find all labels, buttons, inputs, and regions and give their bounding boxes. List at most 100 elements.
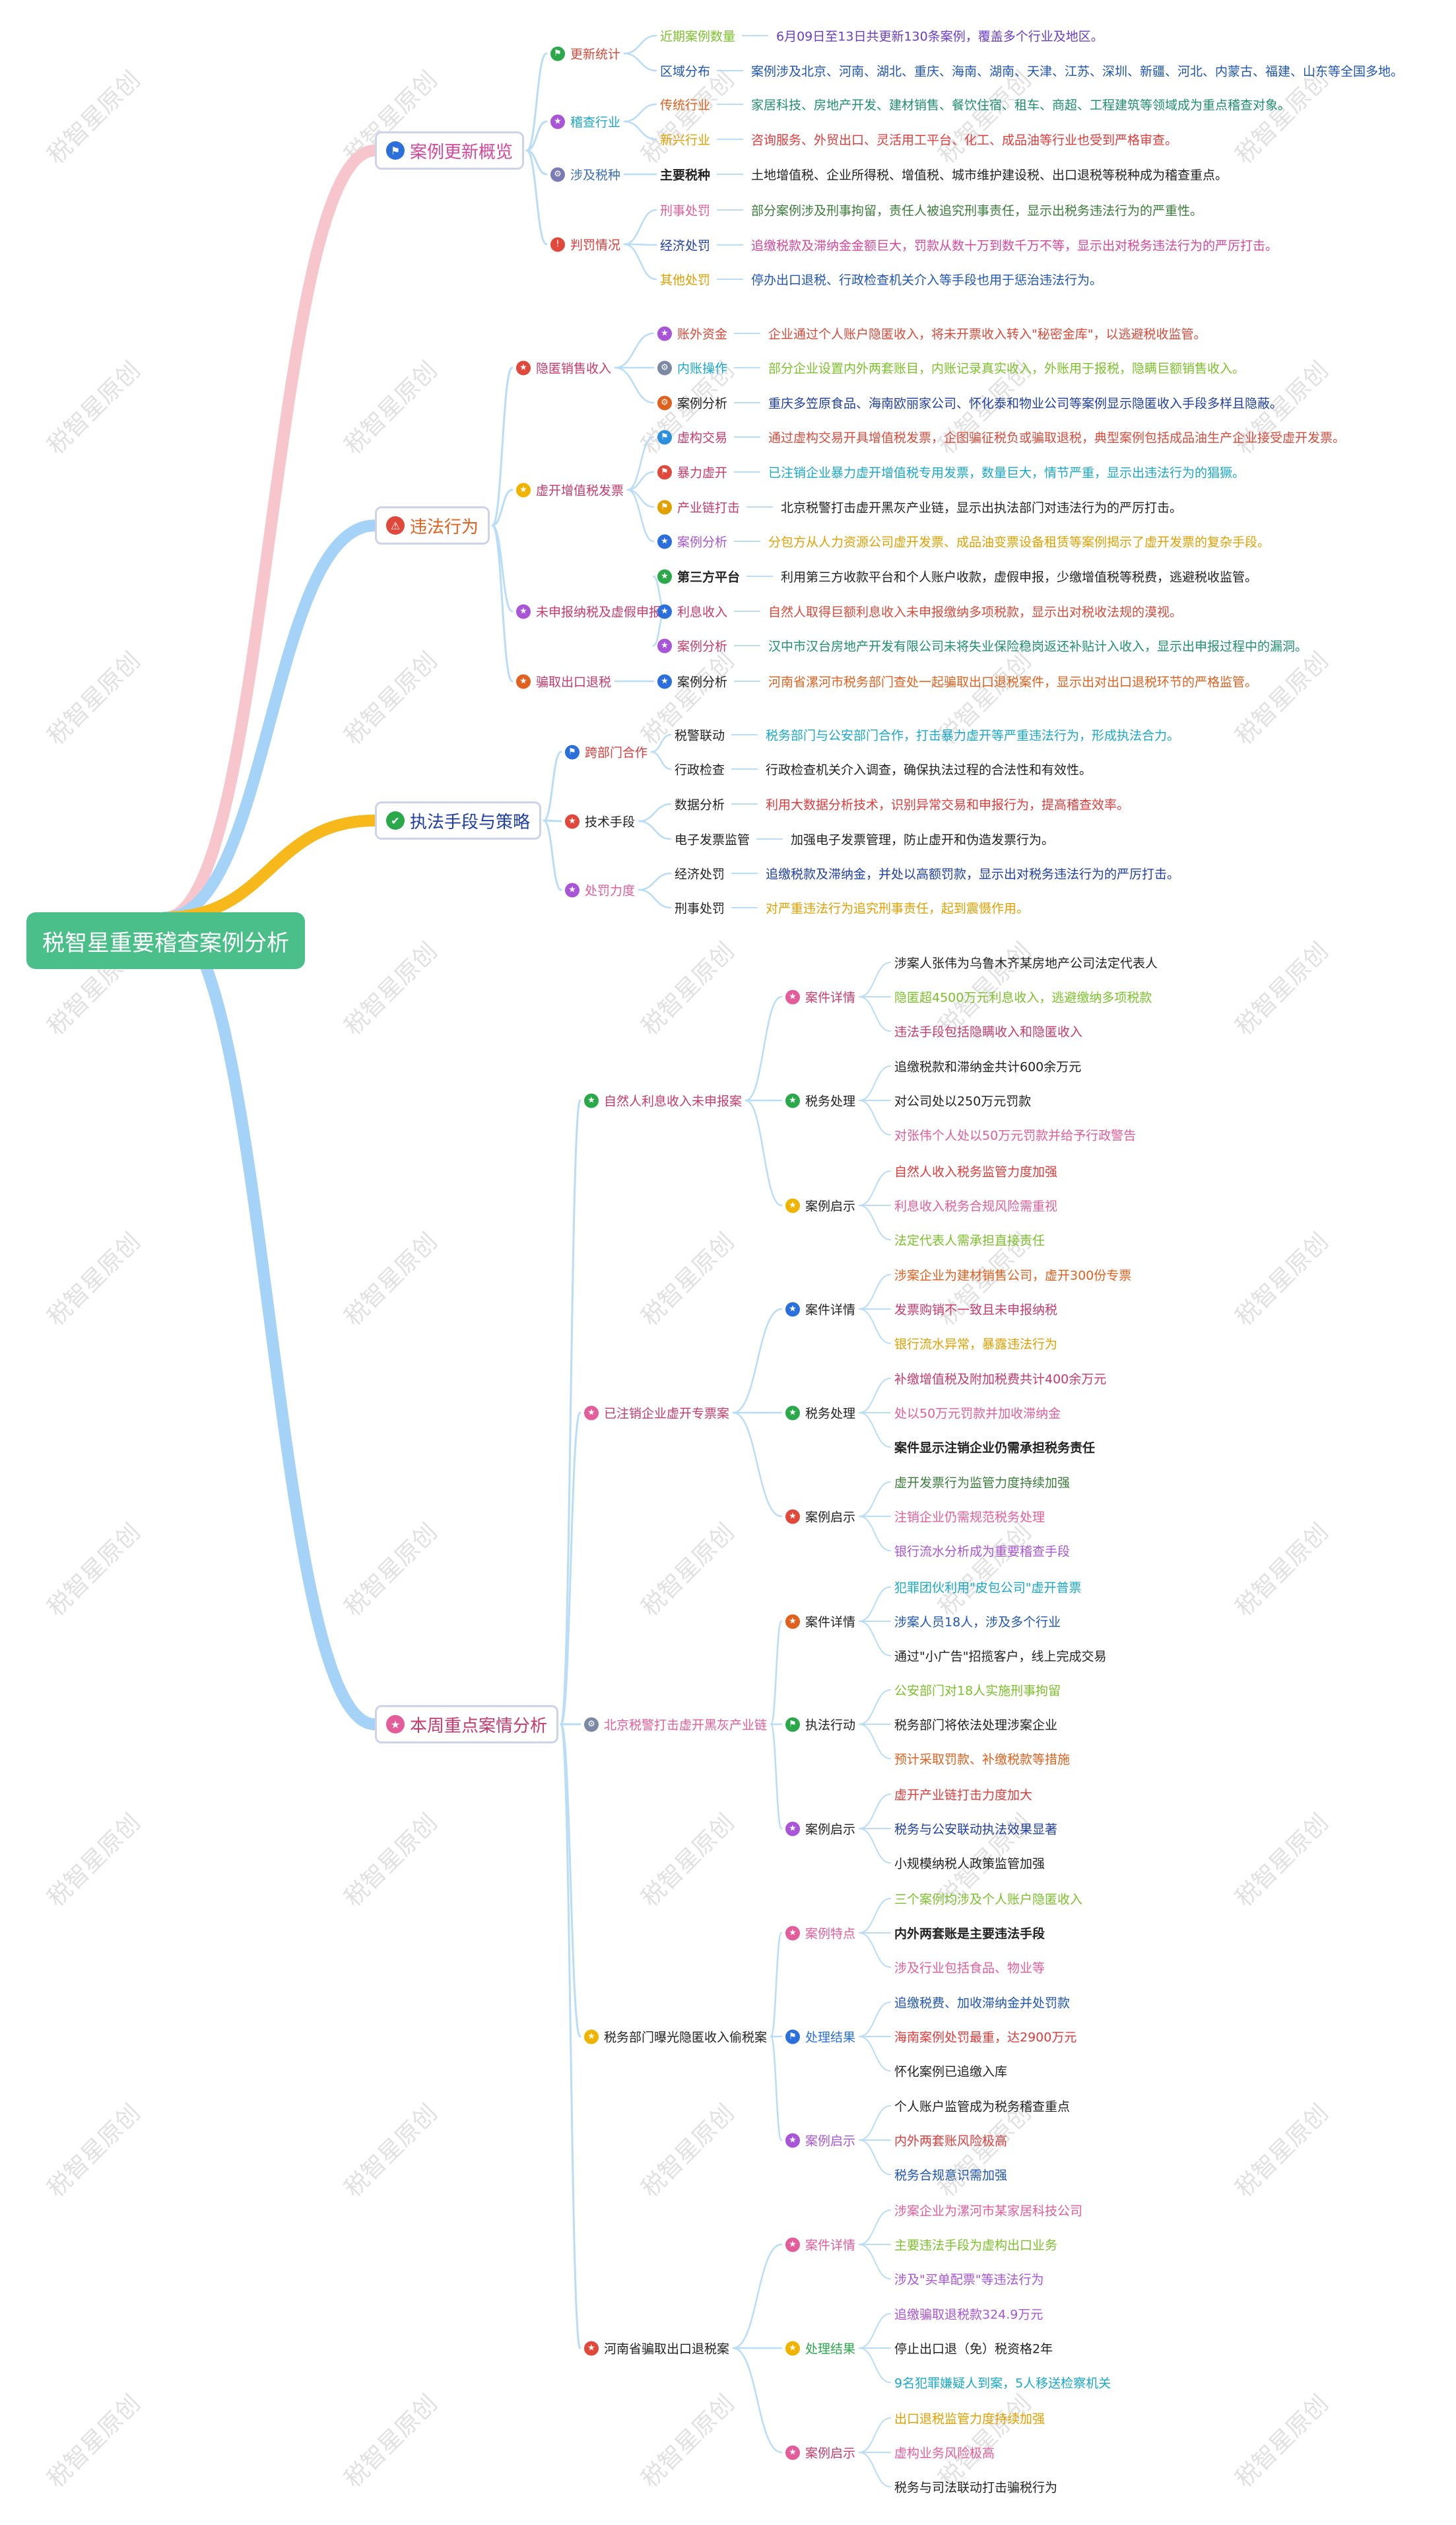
subtopic-node[interactable]: ★案例启示	[785, 2444, 855, 2462]
topic-node[interactable]: ⚑跨部门合作	[565, 743, 647, 761]
topic-node[interactable]: ★稽查行业	[550, 113, 620, 131]
subtopic-node[interactable]: 主要税种	[660, 166, 710, 184]
topic-node[interactable]: ★自然人利息收入未申报案	[584, 1092, 742, 1110]
detail-node[interactable]: 违法手段包括隐瞒收入和隐匿收入	[894, 1023, 1082, 1040]
detail-node[interactable]: 重庆多笠原食品、海南欧丽家公司、怀化泰和物业公司等案例显示隐匿收入手段多样且隐蔽…	[768, 394, 1282, 412]
detail-node[interactable]: 处以50万元罚款并加收滞纳金	[894, 1404, 1061, 1422]
detail-node[interactable]: 追缴税费、加收滞纳金并处罚款	[894, 1994, 1070, 2011]
detail-node[interactable]: 税务部门将依法处理涉案企业	[894, 1716, 1057, 1734]
detail-node[interactable]: 利用大数据分析技术，识别异常交易和申报行为，提高稽查效率。	[766, 795, 1129, 813]
subtopic-node[interactable]: ★税务处理	[785, 1092, 855, 1110]
detail-node[interactable]: 内外两套账风险极高	[894, 2132, 1007, 2149]
detail-node[interactable]: 企业通过个人账户隐匿收入，将未开票收入转入"秘密金库"，以逃避税收监管。	[768, 325, 1206, 343]
subtopic-node[interactable]: ⚙内账操作	[657, 359, 727, 377]
topic-node[interactable]: ★未申报纳税及虚假申报	[516, 603, 661, 621]
detail-node[interactable]: 补缴增值税及附加税费共计400余万元	[894, 1370, 1106, 1388]
subtopic-node[interactable]: ★案例特点	[785, 1924, 855, 1942]
detail-node[interactable]: 三个案例均涉及个人账户隐匿收入	[894, 1890, 1082, 1908]
detail-node[interactable]: 犯罪团伙利用"皮包公司"虚开普票	[894, 1578, 1081, 1596]
detail-node[interactable]: 汉中市汉台房地产开发有限公司未将失业保险稳岗返还补贴计入收入，显示出申报过程中的…	[768, 637, 1307, 655]
detail-node[interactable]: 行政检查机关介入调查，确保执法过程的合法性和有效性。	[766, 760, 1092, 778]
detail-node[interactable]: 税务合规意识需加强	[894, 2166, 1007, 2184]
topic-node[interactable]: !判罚情况	[550, 236, 620, 253]
topic-node[interactable]: ★骗取出口退税	[516, 673, 611, 690]
detail-node[interactable]: 河南省漯河市税务部门查处一起骗取出口退税案件，显示出对出口退税环节的严格监管。	[768, 673, 1257, 690]
detail-node[interactable]: 出口退税监管力度持续加强	[894, 2409, 1045, 2427]
detail-node[interactable]: 停止出口退（免）税资格2年	[894, 2340, 1053, 2357]
detail-node[interactable]: 咨询服务、外贸出口、灵活用工平台、化工、成品油等行业也受到严格审查。	[751, 131, 1177, 149]
detail-node[interactable]: 土地增值税、企业所得税、增值税、城市维护建设税、出口退税等税种成为稽查重点。	[751, 166, 1228, 184]
detail-node[interactable]: 涉及"买单配票"等违法行为	[894, 2270, 1043, 2288]
subtopic-node[interactable]: 区域分布	[660, 62, 710, 80]
detail-node[interactable]: 追缴税款及滞纳金，并处以高额罚款，显示出对税务违法行为的严厉打击。	[766, 865, 1179, 883]
detail-node[interactable]: 预计采取罚款、补缴税款等措施	[894, 1750, 1070, 1768]
detail-node[interactable]: 6月09日至13日共更新130条案例，覆盖多个行业及地区。	[776, 27, 1104, 45]
topic-node[interactable]: ⚑更新统计	[550, 45, 620, 63]
detail-node[interactable]: 银行流水异常，暴露违法行为	[894, 1335, 1057, 1353]
detail-node[interactable]: 虚开产业链打击力度加大	[894, 1786, 1032, 1803]
detail-node[interactable]: 自然人收入税务监管力度加强	[894, 1162, 1057, 1180]
detail-node[interactable]: 发票购销不一致且未申报纳税	[894, 1300, 1057, 1318]
detail-node[interactable]: 涉案人张伟为乌鲁木齐某房地产公司法定代表人	[894, 954, 1158, 972]
detail-node[interactable]: 部分案例涉及刑事拘留，责任人被追究刑事责任，显示出税务违法行为的严重性。	[751, 201, 1203, 219]
detail-node[interactable]: 追缴税款和滞纳金共计600余万元	[894, 1058, 1081, 1075]
subtopic-node[interactable]: ⚑产业链打击	[657, 498, 740, 516]
detail-node[interactable]: 对张伟个人处以50万元罚款并给予行政警告	[894, 1126, 1136, 1144]
detail-node[interactable]: 9名犯罪嫌疑人到案，5人移送检察机关	[894, 2374, 1111, 2392]
detail-node[interactable]: 涉案企业为漯河市某家居科技公司	[894, 2202, 1082, 2219]
detail-node[interactable]: 个人账户监管成为税务稽查重点	[894, 2097, 1070, 2115]
subtopic-node[interactable]: ★案件详情	[785, 2236, 855, 2254]
branch-node[interactable]: ⚠违法行为	[375, 506, 490, 545]
subtopic-node[interactable]: ★利息收入	[657, 603, 727, 621]
topic-node[interactable]: ★虚开增值税发票	[516, 481, 624, 499]
subtopic-node[interactable]: 数据分析	[675, 795, 725, 813]
root-node[interactable]: 税智星重要稽查案例分析	[26, 912, 305, 969]
subtopic-node[interactable]: 经济处罚	[675, 865, 725, 883]
subtopic-node[interactable]: ★案例启示	[785, 1820, 855, 1838]
detail-node[interactable]: 内外两套账是主要违法手段	[894, 1924, 1045, 1942]
subtopic-node[interactable]: ⚑执法行动	[785, 1716, 855, 1734]
detail-node[interactable]: 家居科技、房地产开发、建材销售、餐饮住宿、租车、商超、工程建筑等领域成为重点稽查…	[751, 96, 1290, 114]
subtopic-node[interactable]: ★案例启示	[785, 1197, 855, 1215]
detail-node[interactable]: 税务与司法联动打击骗税行为	[894, 2478, 1057, 2496]
detail-node[interactable]: 北京税警打击虚开黑灰产业链，显示出执法部门对违法行为的严厉打击。	[781, 498, 1182, 516]
detail-node[interactable]: 涉案企业为建材销售公司，虚开300份专票	[894, 1266, 1131, 1284]
branch-node[interactable]: ✔执法手段与策略	[375, 801, 542, 840]
subtopic-node[interactable]: 税警联动	[675, 726, 725, 744]
detail-node[interactable]: 涉及行业包括食品、物业等	[894, 1959, 1045, 1976]
detail-node[interactable]: 利息收入税务合规风险需重视	[894, 1197, 1057, 1215]
subtopic-node[interactable]: ★案例分析	[657, 673, 727, 690]
detail-node[interactable]: 对严重违法行为追究刑事责任，起到震慑作用。	[766, 899, 1029, 917]
subtopic-node[interactable]: ⚙案例分析	[657, 394, 727, 412]
subtopic-node[interactable]: 新兴行业	[660, 131, 710, 149]
subtopic-node[interactable]: ★案件详情	[785, 1613, 855, 1631]
subtopic-node[interactable]: ★案例启示	[785, 1508, 855, 1526]
detail-node[interactable]: 主要违法手段为虚构出口业务	[894, 2236, 1057, 2254]
topic-node[interactable]: ★税务部门曝光隐匿收入偷税案	[584, 2028, 767, 2046]
subtopic-node[interactable]: ★账外资金	[657, 325, 727, 343]
detail-node[interactable]: 海南案例处罚最重，达2900万元	[894, 2028, 1076, 2046]
detail-node[interactable]: 注销企业仍需规范税务处理	[894, 1508, 1045, 1526]
detail-node[interactable]: 法定代表人需承担直接责任	[894, 1231, 1045, 1249]
detail-node[interactable]: 小规模纳税人政策监管加强	[894, 1854, 1045, 1872]
detail-node[interactable]: 对公司处以250万元罚款	[894, 1092, 1031, 1110]
detail-node[interactable]: 分包方从人力资源公司虚开发票、成品油变票设备租赁等案例揭示了虚开发票的复杂手段。	[768, 533, 1270, 551]
subtopic-node[interactable]: ★第三方平台	[657, 568, 740, 586]
detail-node[interactable]: 税务与公安联动执法效果显著	[894, 1820, 1057, 1838]
topic-node[interactable]: ★隐匿销售收入	[516, 359, 611, 377]
detail-node[interactable]: 公安部门对18人实施刑事拘留	[894, 1681, 1061, 1699]
detail-node[interactable]: 案件显示注销企业仍需承担税务责任	[894, 1438, 1095, 1456]
subtopic-node[interactable]: 近期案例数量	[660, 27, 735, 45]
subtopic-node[interactable]: 其他处罚	[660, 271, 710, 288]
subtopic-node[interactable]: 刑事处罚	[660, 201, 710, 219]
detail-node[interactable]: 税务部门与公安部门合作，打击暴力虚开等严重违法行为，形成执法合力。	[766, 726, 1179, 744]
subtopic-node[interactable]: ⚑处理结果	[785, 2028, 855, 2046]
subtopic-node[interactable]: 刑事处罚	[675, 899, 725, 917]
detail-node[interactable]: 隐匿超4500万元利息收入，逃避缴纳多项税款	[894, 988, 1152, 1006]
detail-node[interactable]: 银行流水分析成为重要稽查手段	[894, 1542, 1070, 1560]
detail-node[interactable]: 怀化案例已追缴入库	[894, 2062, 1007, 2080]
detail-node[interactable]: 加强电子发票管理，防止虚开和伪造发票行为。	[791, 830, 1054, 848]
topic-node[interactable]: ⚙北京税警打击虚开黑灰产业链	[584, 1716, 767, 1734]
detail-node[interactable]: 利用第三方收款平台和个人账户收款，虚假申报，少缴增值税等税费，逃避税收监管。	[781, 568, 1257, 586]
detail-node[interactable]: 追缴税款及滞纳金金额巨大，罚款从数十万到数千万不等，显示出对税务违法行为的严厉打…	[751, 236, 1278, 254]
